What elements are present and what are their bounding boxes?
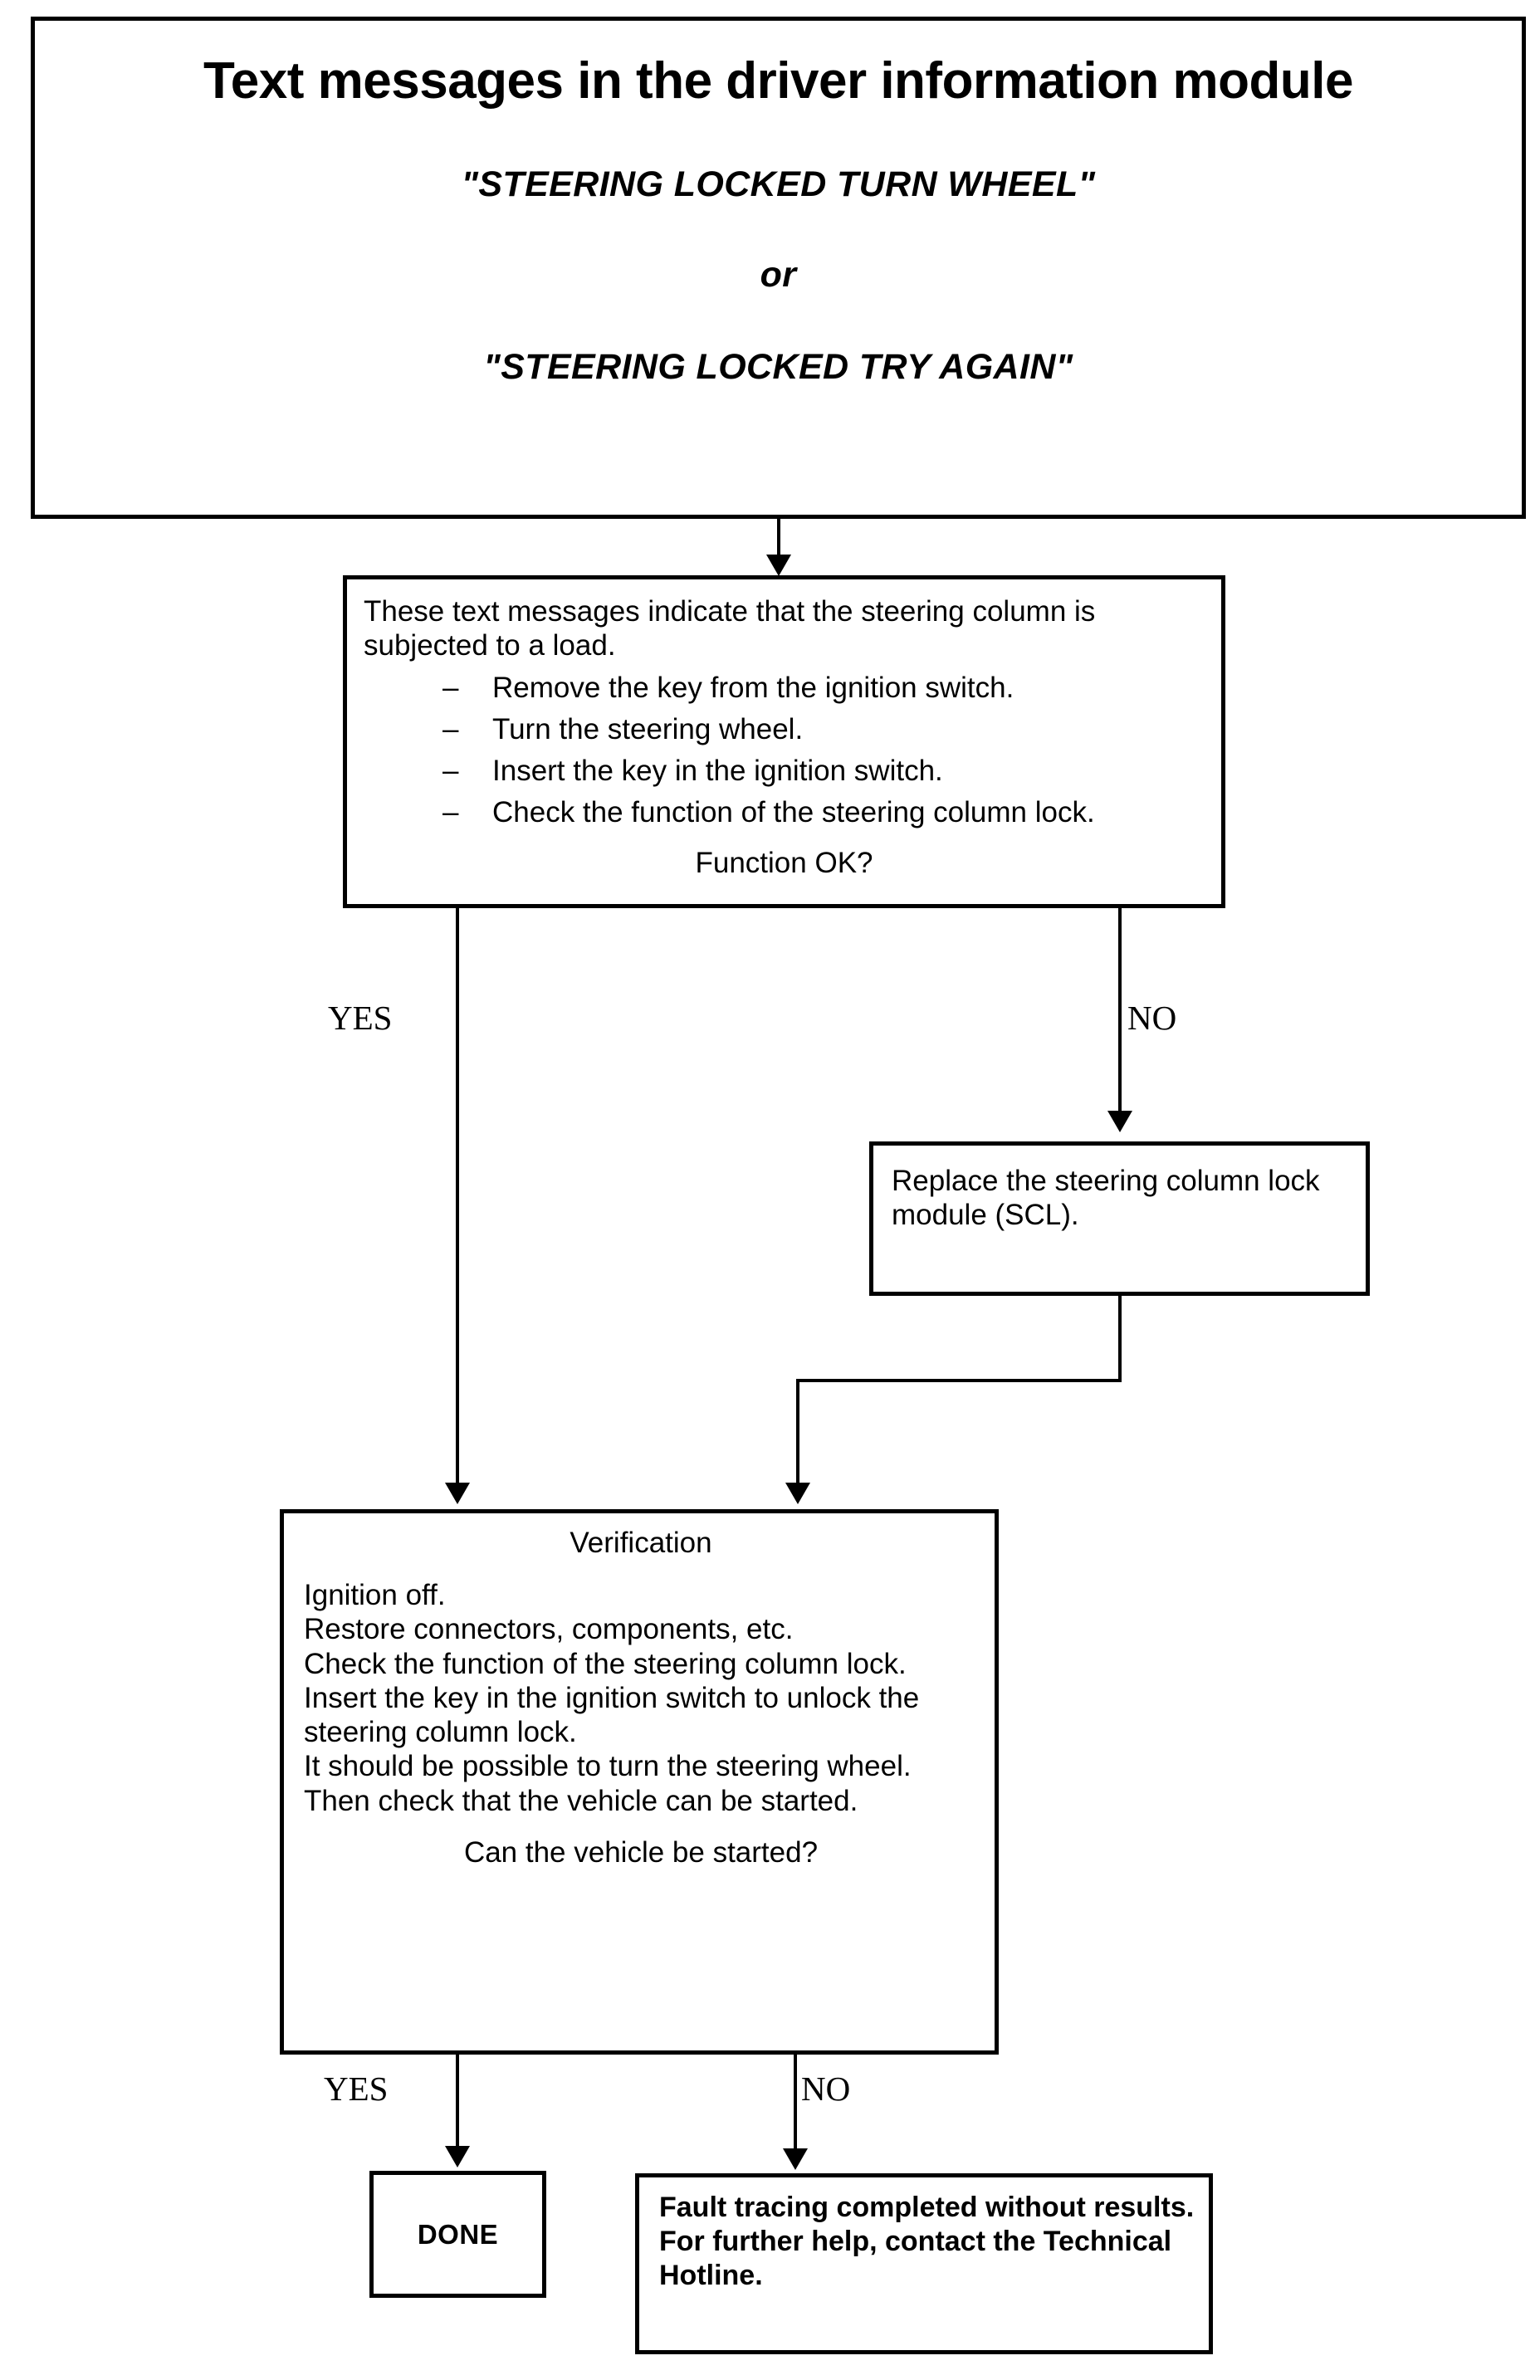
step-text: Remove the key from the ignition switch. — [492, 671, 1014, 704]
list-item: –Turn the steering wheel. — [364, 712, 1205, 746]
title-box: Text messages in the driver information … — [31, 17, 1526, 519]
fault-tracing-box: Fault tracing completed without results.… — [635, 2173, 1213, 2354]
connector-replace-left — [796, 1379, 1122, 1382]
done-box: DONE — [369, 2171, 546, 2298]
instructions-intro: These text messages indicate that the st… — [364, 595, 1096, 662]
done-label: DONE — [417, 2218, 499, 2250]
arrowhead-instructions-no — [1107, 1111, 1132, 1132]
connector-instructions-yes — [456, 908, 459, 1486]
fault-tracing-line-1: Fault tracing completed without results. — [659, 2192, 1195, 2223]
replace-scl-box: Replace the steering column lock module … — [869, 1141, 1370, 1296]
dim-message-1: "STEERING LOCKED TURN WHEEL" — [461, 164, 1096, 205]
connector-replace-down-1 — [1118, 1296, 1122, 1382]
arrowhead-verification-no — [783, 2148, 808, 2170]
arrowhead-replace-to-verification — [785, 1483, 810, 1504]
verification-line: Check the function of the steering colum… — [304, 1647, 907, 1680]
edge-label-yes-bottom: YES — [324, 2070, 389, 2108]
arrowhead-instructions-yes — [445, 1483, 470, 1504]
fault-tracing-line-2: For further help, contact the Technical … — [659, 2225, 1172, 2291]
arrowhead-verification-yes — [445, 2146, 470, 2167]
verification-line: Insert the key in the ignition switch to… — [304, 1681, 920, 1749]
dash-bullet-icon: – — [442, 671, 459, 704]
verification-title: Verification — [570, 1527, 712, 1559]
connector-replace-down-2 — [796, 1379, 799, 1486]
verification-line: Ignition off. — [304, 1579, 446, 1611]
arrowhead-title-to-instructions — [766, 555, 791, 576]
list-item: –Check the function of the steering colu… — [364, 795, 1205, 829]
connector-verification-no — [794, 2055, 797, 2149]
verification-line: Then check that the vehicle can be start… — [304, 1784, 858, 1817]
verification-line: It should be possible to turn the steeri… — [304, 1750, 912, 1783]
connector-title-to-instructions — [777, 519, 780, 562]
step-text: Turn the steering wheel. — [492, 712, 804, 745]
dash-bullet-icon: – — [442, 712, 459, 745]
instructions-box: These text messages indicate that the st… — [343, 575, 1225, 908]
page-title: Text messages in the driver information … — [203, 52, 1353, 110]
instructions-step-list: –Remove the key from the ignition switch… — [364, 671, 1205, 830]
list-item: –Remove the key from the ignition switch… — [364, 671, 1205, 705]
step-text: Insert the key in the ignition switch. — [492, 755, 943, 788]
dash-bullet-icon: – — [442, 796, 459, 829]
dim-message-conjunction: or — [760, 255, 797, 296]
connector-instructions-no — [1118, 908, 1122, 1113]
list-item: –Insert the key in the ignition switch. — [364, 754, 1205, 788]
instructions-question: Function OK? — [695, 846, 873, 879]
step-text: Check the function of the steering colum… — [492, 796, 1095, 829]
connector-verification-yes — [456, 2055, 459, 2148]
edge-label-yes-top: YES — [328, 999, 393, 1037]
dash-bullet-icon: – — [442, 755, 459, 788]
verification-question: Can the vehicle be started? — [463, 1836, 819, 1869]
edge-label-no-top: NO — [1127, 999, 1177, 1037]
verification-box: Verification Ignition off. Restore conne… — [280, 1509, 999, 2055]
edge-label-no-bottom: NO — [801, 2070, 851, 2108]
verification-line: Restore connectors, components, etc. — [304, 1613, 794, 1646]
dim-message-2: "STEERING LOCKED TRY AGAIN" — [483, 347, 1073, 388]
replace-scl-text: Replace the steering column lock module … — [892, 1165, 1320, 1232]
